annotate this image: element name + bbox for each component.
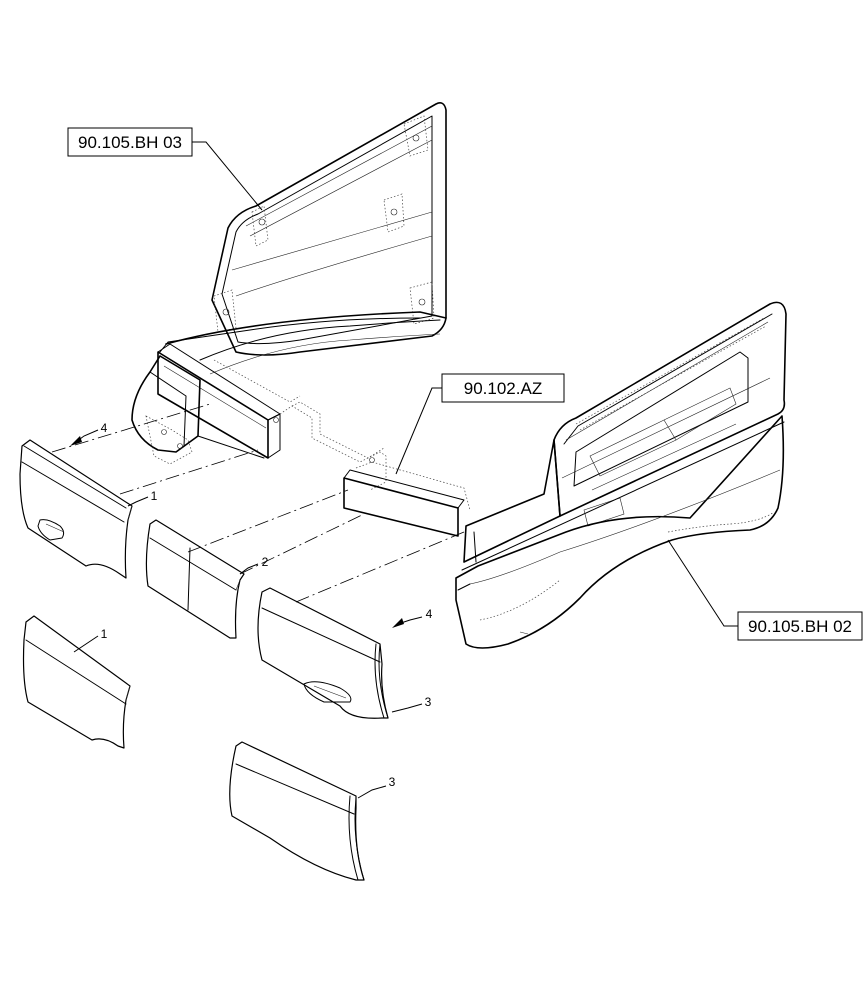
reference-az: 90.102.AZ [395, 373, 565, 475]
panel-item-1-upper [19, 439, 133, 579]
callout-item-1-lower: 1 [73, 627, 108, 653]
item-number-2: 2 [262, 555, 269, 569]
panel-item-2 [145, 519, 245, 639]
left-fender-assembly [131, 102, 447, 491]
reference-bh02: 90.105.BH 02 [667, 539, 863, 641]
item-number-1-lower: 1 [101, 627, 108, 641]
item-number-1: 1 [151, 489, 158, 503]
callout-item-3-middle: 3 [391, 695, 432, 713]
reference-label-bh02: 90.105.BH 02 [748, 617, 852, 636]
alignment-lines [51, 403, 465, 603]
callout-item-3-lower: 3 [357, 775, 396, 799]
callout-item-1-upper: 1 [127, 489, 158, 507]
item-number-4: 4 [101, 421, 108, 435]
panel-item-3-4-middle [257, 587, 389, 719]
item-number-3-lower: 3 [389, 775, 396, 789]
callout-item-4-left: 4 [70, 421, 108, 446]
item-number-4-right: 4 [426, 607, 433, 621]
reference-label-az: 90.102.AZ [464, 379, 542, 398]
reference-bh03: 90.105.BH 03 [67, 127, 263, 211]
callout-item-4-right: 4 [392, 607, 433, 628]
center-floor-plate [343, 461, 471, 537]
right-fender-assembly [455, 301, 787, 649]
callout-item-2: 2 [239, 555, 269, 575]
reference-label-bh03: 90.105.BH 03 [78, 133, 182, 152]
item-number-3: 3 [425, 695, 432, 709]
panel-item-1-lower [22, 615, 131, 749]
panel-item-3-lower [229, 741, 365, 881]
